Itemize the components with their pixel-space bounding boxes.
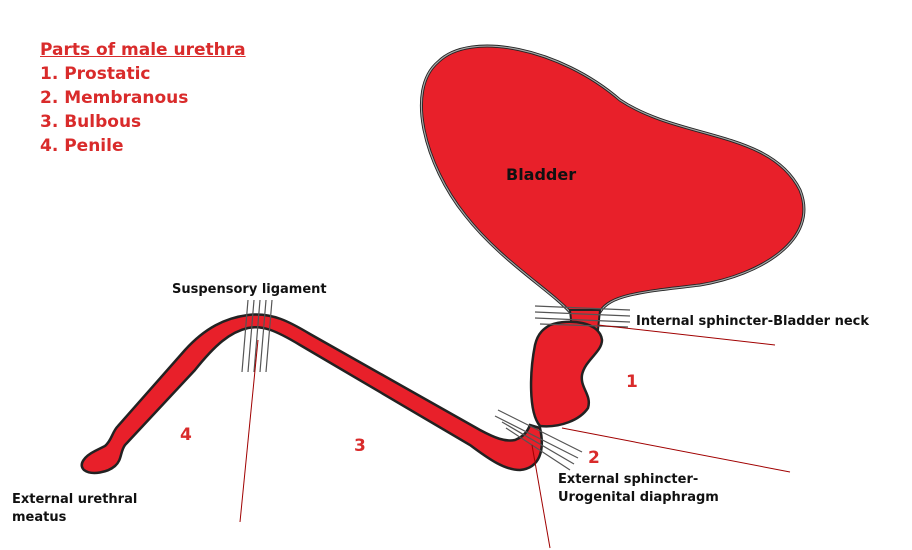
legend: Parts of male urethra 1. Prostatic 2. Me… <box>40 38 246 158</box>
urethra-tube <box>82 314 542 473</box>
prostatic-segment <box>531 322 602 427</box>
internal-sphincter-label: Internal sphincter-Bladder neck <box>636 314 869 329</box>
external-sphincter-label-line1: External sphincter- <box>558 472 698 487</box>
external-sphincter-label-line2: Urogenital diaphragm <box>558 490 719 505</box>
suspensory-ligament-label: Suspensory ligament <box>172 282 327 297</box>
suspensory-ligament-lines <box>242 300 272 372</box>
segment-number-2: 2 <box>588 448 600 468</box>
legend-item-penile: 4. Penile <box>40 134 246 158</box>
legend-item-bulbous: 3. Bulbous <box>40 110 246 134</box>
meatus-label-line1: External urethral <box>12 492 137 507</box>
meatus-label-line2: meatus <box>12 510 66 525</box>
legend-item-membranous: 2. Membranous <box>40 86 246 110</box>
segment-number-4: 4 <box>180 425 192 445</box>
segment-number-1: 1 <box>626 372 638 392</box>
legend-title: Parts of male urethra <box>40 38 246 62</box>
segment-number-3: 3 <box>354 436 366 456</box>
legend-item-prostatic: 1. Prostatic <box>40 62 246 86</box>
bladder-label: Bladder <box>506 165 576 184</box>
